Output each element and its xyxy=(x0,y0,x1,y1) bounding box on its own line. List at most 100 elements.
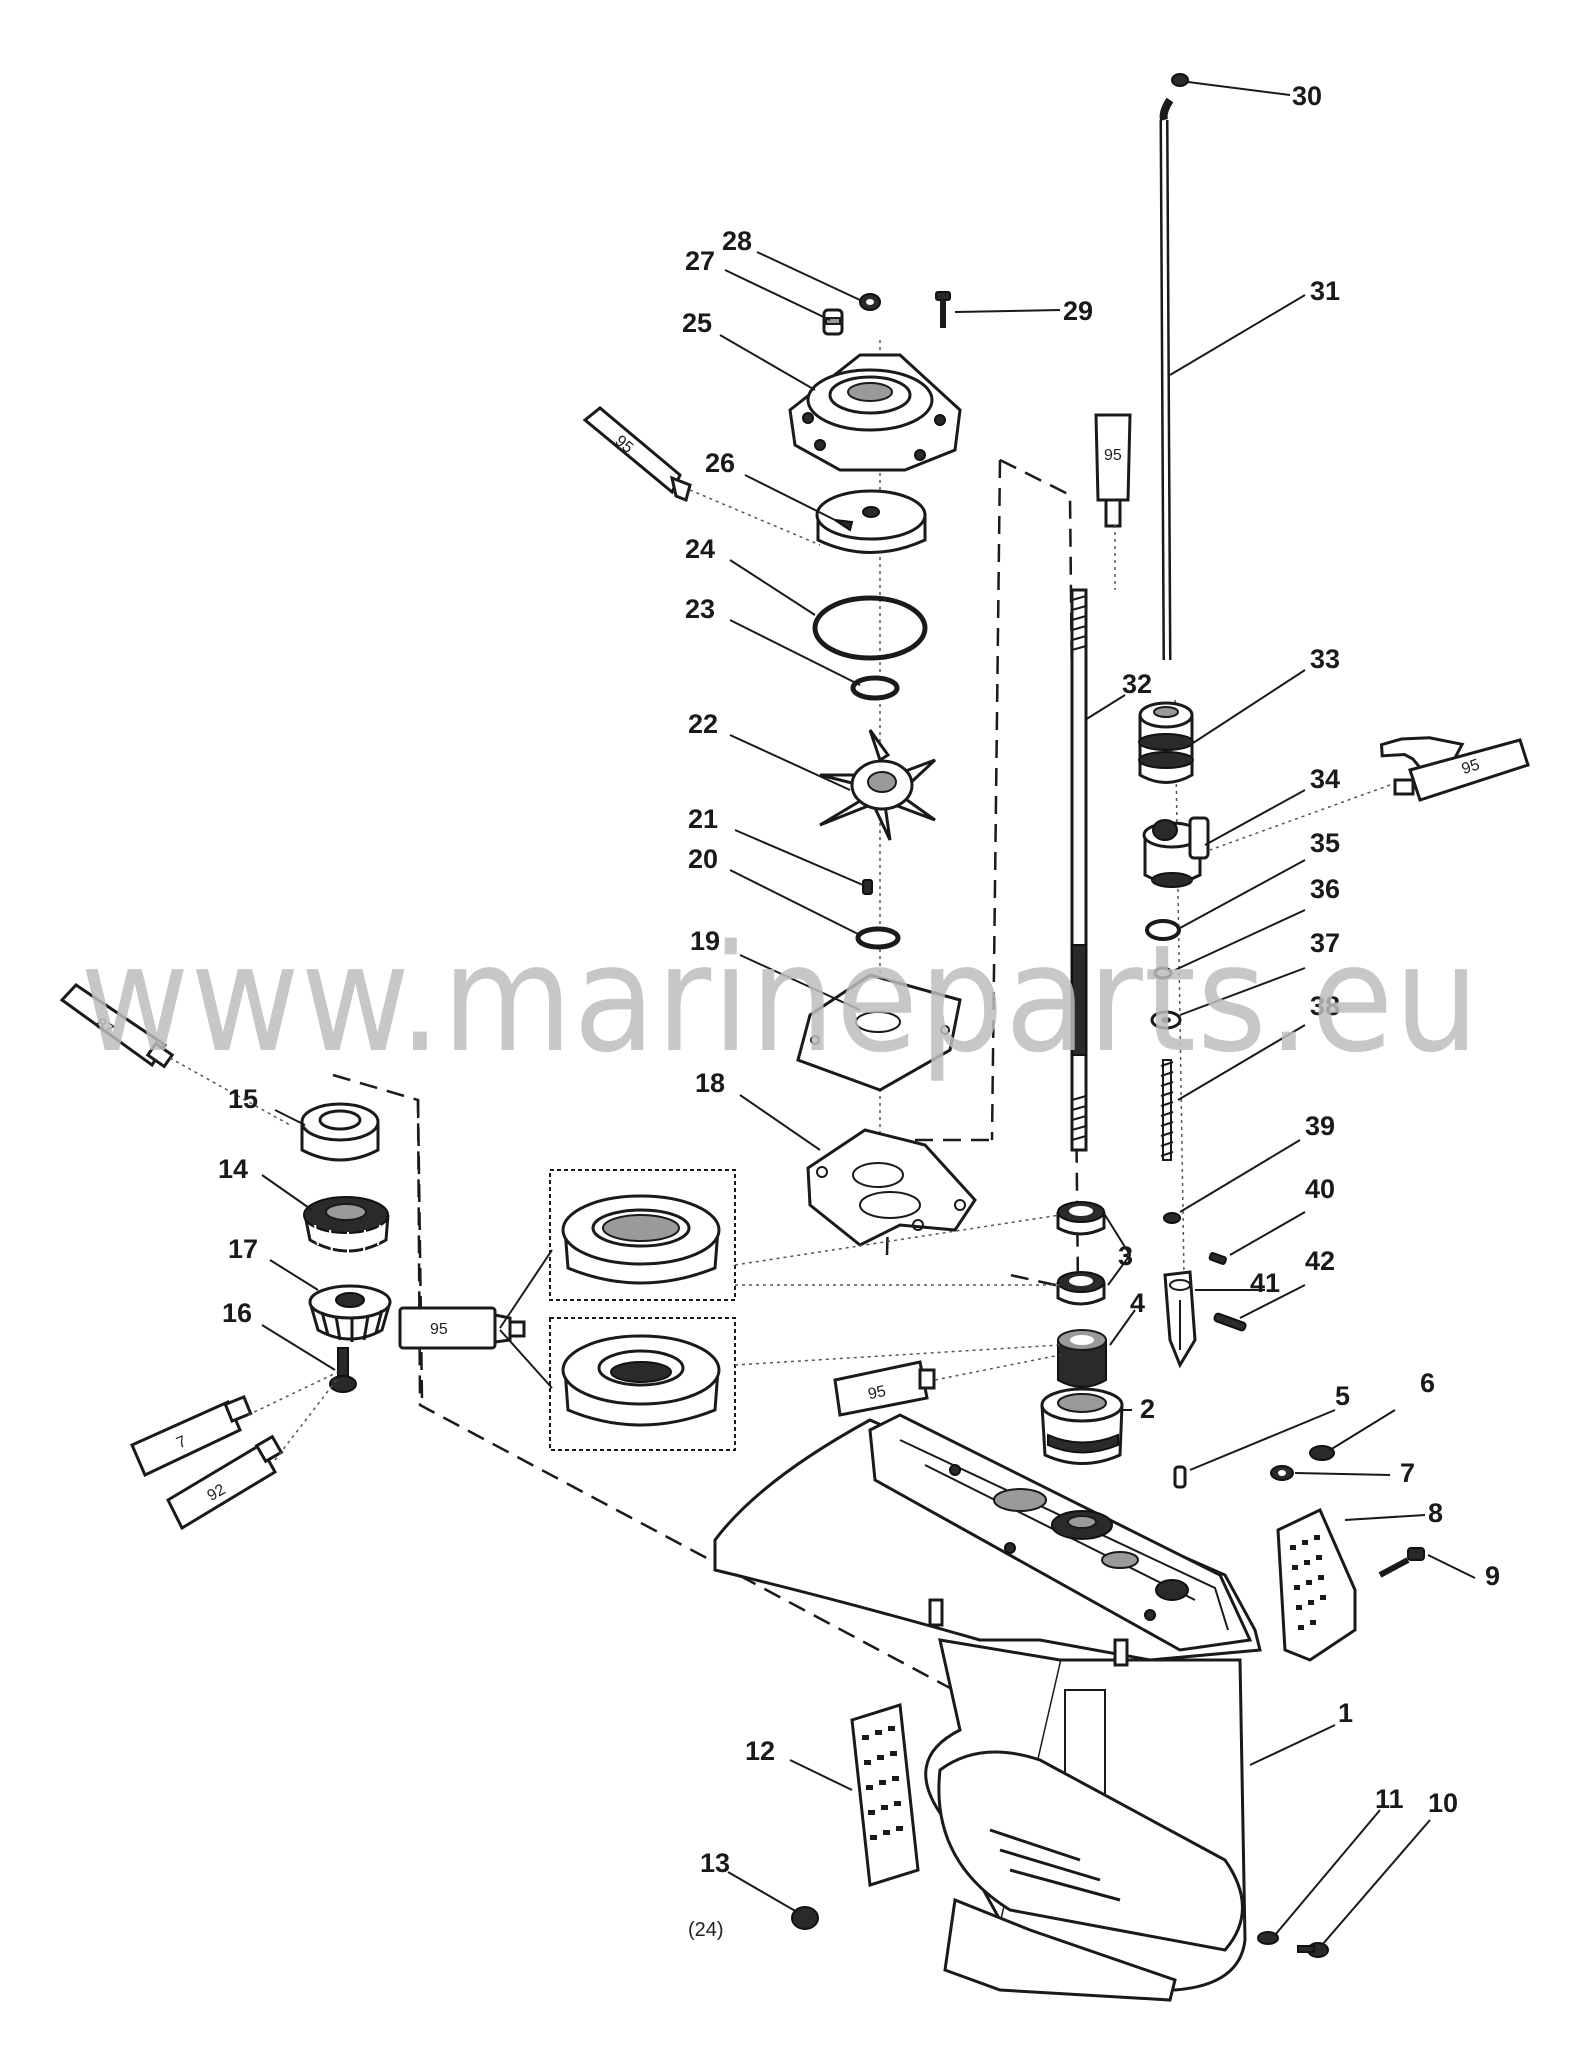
callout-20: 20 xyxy=(688,844,718,874)
callout-17: 17 xyxy=(228,1234,258,1264)
washer-6 xyxy=(1309,1445,1335,1461)
inset-box-bushing xyxy=(549,1317,736,1451)
watermark: www.marineparts.eu xyxy=(80,913,1480,1085)
seal-7 xyxy=(1270,1465,1294,1481)
callout-36: 36 xyxy=(1310,874,1340,904)
callout-13: 13 xyxy=(700,1848,730,1878)
tapered-bearing-14 xyxy=(303,1196,390,1255)
washer-11 xyxy=(1257,1931,1279,1945)
screw-10 xyxy=(1297,1942,1329,1958)
spring-38 xyxy=(1160,1059,1174,1161)
sealant-tube-95-lower xyxy=(833,1360,936,1417)
sealant-tube-95-top-left xyxy=(582,406,692,503)
tube-label-95-bearing: 95 xyxy=(430,1321,448,1338)
leader-lines xyxy=(169,81,1476,1946)
impeller xyxy=(819,729,937,841)
sealant-tube-95-bearing xyxy=(398,1306,526,1350)
bearing-cup-15 xyxy=(300,1102,380,1162)
impeller-key xyxy=(862,879,873,895)
callout-31: 31 xyxy=(1310,276,1340,306)
shift-rod-assembly xyxy=(1159,73,1189,661)
washer-37 xyxy=(1150,1010,1182,1030)
side-screen-12 xyxy=(850,1703,920,1887)
o-ring-36 xyxy=(1153,966,1173,980)
callout-7: 7 xyxy=(1400,1458,1415,1488)
callout-3: 3 xyxy=(1118,1241,1133,1271)
sealant-tube-95-top-right xyxy=(1094,413,1132,528)
callout-22: 22 xyxy=(688,709,718,739)
pinion-gear-17 xyxy=(308,1284,392,1342)
callout-41: 41 xyxy=(1250,1268,1280,1298)
driveshaft-bearing-housing xyxy=(1040,1387,1124,1465)
screw-9 xyxy=(1378,1547,1425,1578)
callout-29: 29 xyxy=(1063,296,1093,326)
callout-10: 10 xyxy=(1428,1788,1458,1818)
sealant-tube-87-left xyxy=(59,983,175,1069)
callout-9: 9 xyxy=(1485,1561,1500,1591)
callout-15: 15 xyxy=(228,1084,258,1114)
sealant-tube-95-right xyxy=(1379,736,1530,802)
pin-40 xyxy=(1208,1252,1227,1265)
inset-box-bearing xyxy=(549,1169,736,1301)
callout-32: 32 xyxy=(1122,669,1152,699)
callout-25: 25 xyxy=(682,308,712,338)
pump-base-plate xyxy=(806,1128,977,1247)
callout-19: 19 xyxy=(690,926,720,956)
callout-40: 40 xyxy=(1305,1174,1335,1204)
callout-23: 23 xyxy=(685,594,715,624)
callout-34: 34 xyxy=(1310,764,1340,794)
o-ring xyxy=(812,595,928,661)
gear-housing xyxy=(713,1413,1262,2002)
callout-11: 11 xyxy=(1375,1784,1404,1814)
callout-16: 16 xyxy=(222,1298,252,1328)
figure-caption: (24) xyxy=(688,1919,724,1941)
tube-label-95-lower: 95 xyxy=(866,1383,887,1403)
callout-18: 18 xyxy=(695,1068,725,1098)
bearing-race-lower xyxy=(1056,1271,1106,1306)
callout-33: 33 xyxy=(1310,644,1340,674)
shift-rod-clip xyxy=(1171,73,1189,87)
tube-label-95-top-right: 95 xyxy=(1104,447,1122,464)
gasket-19 xyxy=(796,973,962,1092)
callout-26: 26 xyxy=(705,448,735,478)
spring-pin-42 xyxy=(1213,1312,1247,1332)
bushing xyxy=(1057,1329,1107,1388)
water-inlet-screen-8 xyxy=(1276,1507,1357,1662)
water-pump-housing xyxy=(788,291,962,472)
washer-39 xyxy=(1163,1212,1181,1224)
tube-label-95-right: 95 xyxy=(1460,756,1482,778)
callout-12: 12 xyxy=(745,1736,775,1766)
callout-1: 1 xyxy=(1338,1698,1353,1728)
callout-2: 2 xyxy=(1140,1394,1155,1424)
sealant-tube-92 xyxy=(166,1434,284,1531)
callout-35: 35 xyxy=(1310,828,1340,858)
callout-27: 27 xyxy=(685,246,715,276)
callout-24: 24 xyxy=(685,534,715,564)
plug-5 xyxy=(1173,1465,1187,1489)
driveshaft xyxy=(1070,588,1088,1152)
pump-insert xyxy=(815,489,927,554)
shift-rod-bushing xyxy=(1142,816,1210,888)
callout-5: 5 xyxy=(1335,1381,1350,1411)
sealant-tube-7 xyxy=(130,1394,253,1478)
callout-37: 37 xyxy=(1310,928,1340,958)
callout-14: 14 xyxy=(218,1154,248,1184)
callout-38: 38 xyxy=(1310,991,1340,1021)
callout-labels: 30 28 27 29 31 25 26 24 23 32 33 22 34 2… xyxy=(218,81,1500,1878)
callout-39: 39 xyxy=(1305,1111,1335,1141)
seal xyxy=(850,675,900,701)
shift-cam-41 xyxy=(1163,1270,1197,1369)
bearing-race-upper xyxy=(1056,1201,1106,1236)
callout-30: 30 xyxy=(1292,81,1322,111)
callout-6: 6 xyxy=(1420,1368,1435,1398)
shift-coupler xyxy=(1138,701,1194,784)
callout-42: 42 xyxy=(1305,1246,1335,1276)
callout-21: 21 xyxy=(688,804,718,834)
callout-4: 4 xyxy=(1130,1288,1145,1318)
seal-lower xyxy=(855,926,901,950)
nut-13 xyxy=(791,1906,819,1930)
o-ring-35 xyxy=(1145,919,1181,941)
callout-28: 28 xyxy=(722,226,752,256)
callout-8: 8 xyxy=(1428,1498,1443,1528)
